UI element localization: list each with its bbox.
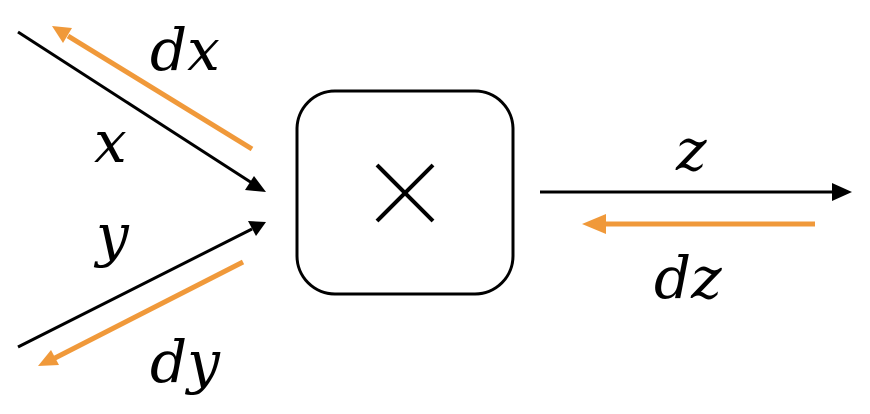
forward-arrow-x	[17, 30, 266, 192]
label-y: y	[93, 201, 130, 269]
forward-arrowhead-y	[248, 221, 266, 236]
label-x: x	[94, 108, 127, 176]
forward-arrowhead-z	[832, 183, 852, 201]
times-icon	[375, 163, 435, 223]
forward-arrow-z	[540, 183, 852, 201]
backward-arrow-dx	[52, 26, 254, 152]
backward-arrowhead-dy	[38, 350, 59, 366]
multiply-node	[295, 89, 515, 296]
backward-arrowhead-dx	[52, 26, 72, 43]
backward-arrow-dz	[582, 214, 815, 234]
backward-arrowhead-dz	[582, 214, 606, 234]
backward-arrow-dy	[38, 259, 245, 366]
label-dz: dz	[654, 244, 722, 312]
label-dx: dx	[150, 16, 220, 84]
forward-arrowhead-x	[245, 176, 266, 192]
forward-arrow-y	[17, 221, 266, 349]
label-dy: dy	[150, 328, 221, 396]
label-z: z	[675, 116, 707, 184]
